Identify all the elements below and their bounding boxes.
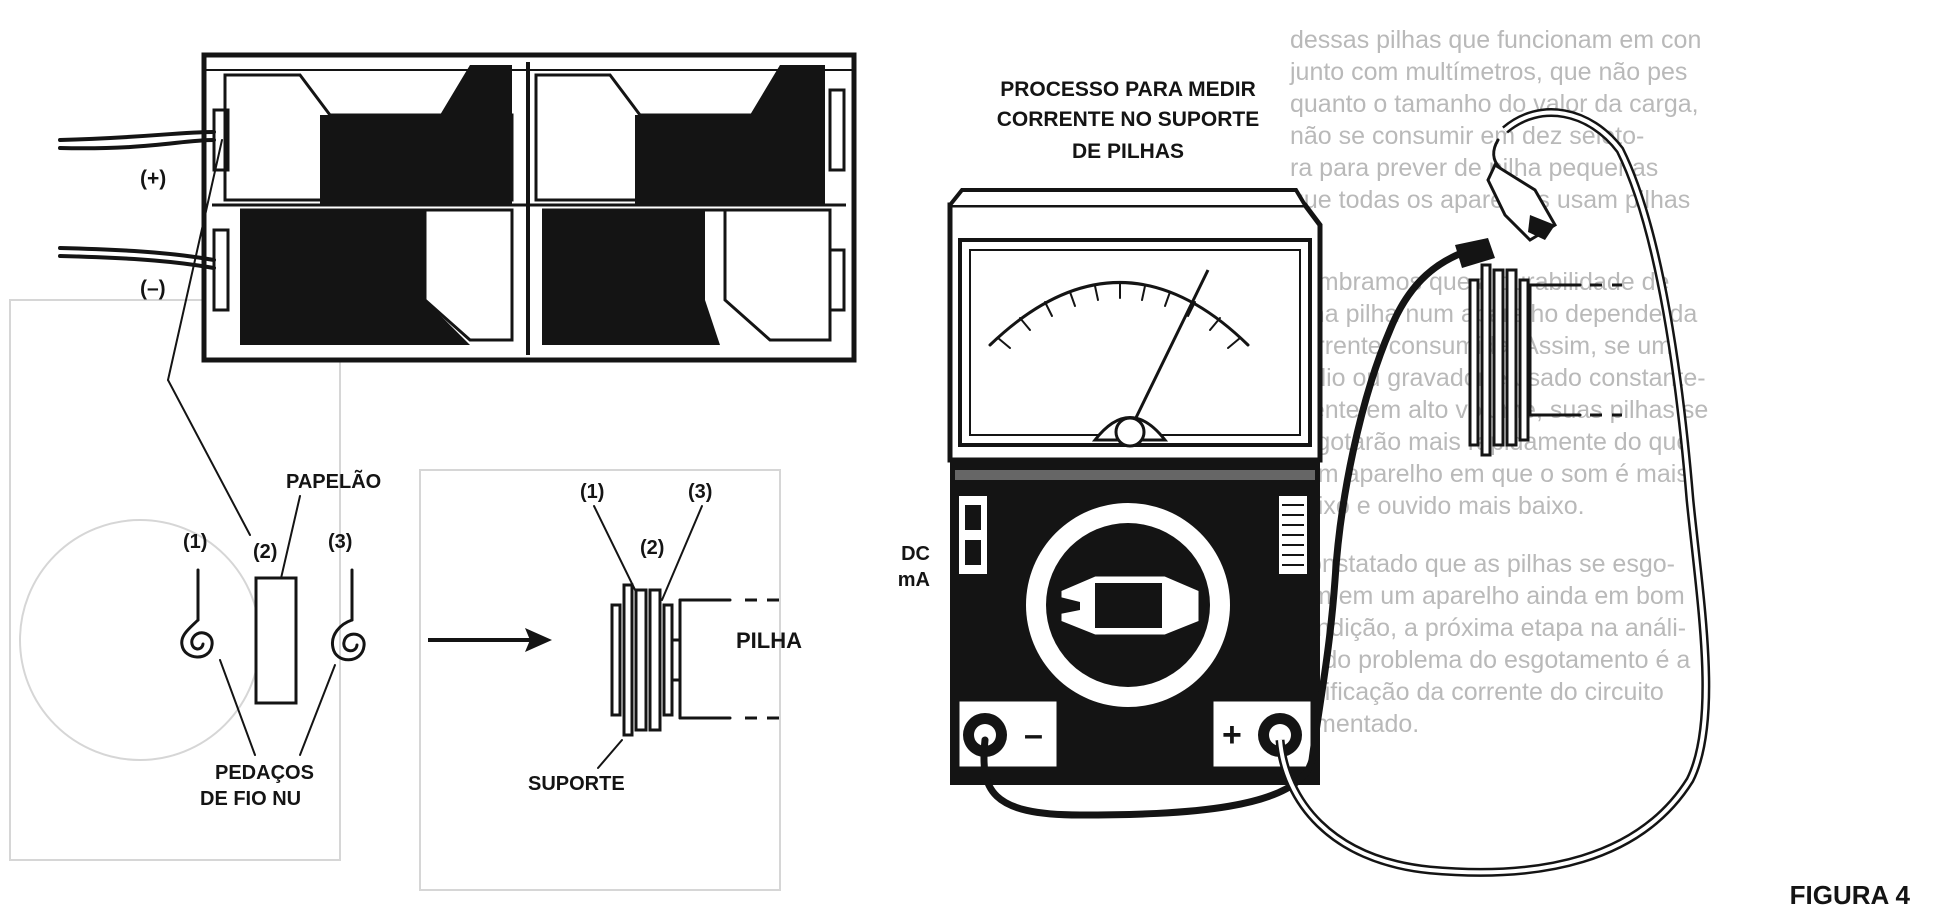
background-text-line: verificação da corrente do circuito [1290, 678, 1664, 706]
leader-lines [167, 139, 251, 536]
bare-wire-piece [330, 568, 366, 662]
assembled-part-2-label: (2) [640, 537, 664, 559]
positive-terminal-label: + [1222, 716, 1242, 754]
battery-cell [240, 208, 514, 345]
wire-pieces-label-line2: DE FIO NU [200, 788, 301, 810]
battery-cell [534, 65, 825, 205]
assembled-view: (1) (2) (3) PILHA SUPORTE [528, 481, 802, 795]
background-text-line: junto com multímetros, que não pes [1289, 58, 1687, 86]
arrow-icon [428, 628, 552, 652]
assembled-part-3-label: (3) [688, 481, 712, 503]
wire-pieces-label-line1: PEDAÇOS [215, 762, 314, 784]
assembled-part-1-label: (1) [580, 481, 604, 503]
exploded-view: (1) (2) (3) PAPELÃO PEDAÇOS DE FIO NU [180, 470, 381, 810]
title-line-3: DE PILHAS [1072, 140, 1184, 163]
background-text-line: se do problema do esgotamento é a [1290, 646, 1690, 674]
bare-wire-piece [180, 568, 214, 659]
background-text-line: dessas pilhas que funcionam em con [1290, 26, 1701, 54]
part-2-label: (2) [253, 541, 277, 563]
negative-terminal-label: – [1024, 716, 1043, 754]
background-text-line: baixo e ouvido mais baixo. [1290, 492, 1585, 520]
lead-wires: (+) (–) [58, 130, 216, 300]
figure-caption: FIGURA 4 [1790, 880, 1911, 910]
plus-lead-label: (+) [140, 167, 166, 190]
multimeter: – + DC mA [898, 188, 1323, 785]
papelao-label: PAPELÃO [286, 470, 381, 493]
meter-needle [1128, 269, 1210, 431]
cardboard-piece [254, 576, 298, 705]
background-text-line: quanto o tamanho do valor da carga, [1290, 90, 1699, 118]
test-lead-white [1275, 108, 1711, 877]
background-text-line: condição, a próxima etapa na análi- [1290, 614, 1686, 642]
background-text-line: Constatado que as pilhas se esgo- [1290, 550, 1675, 578]
background-text-line: não se consumir em dez seleto- [1290, 122, 1644, 150]
part-3-label: (3) [328, 531, 352, 553]
suporte-label: SUPORTE [528, 773, 625, 795]
contact-spring [212, 88, 846, 312]
battery-cell [223, 65, 514, 205]
battery-cell [542, 208, 832, 345]
meter-scale-ticks [997, 283, 1241, 349]
figure-title: PROCESSO PARA MEDIR CORRENTE NO SUPORTE … [997, 78, 1260, 163]
test-lead-black [980, 238, 1495, 819]
background-text-line: tam em um aparelho ainda em bom [1290, 582, 1685, 610]
part-1-label: (1) [183, 531, 207, 553]
alligator-clip-white[interactable] [1486, 162, 1558, 242]
background-text-line: ra para prever de pilha pequenas [1290, 154, 1658, 182]
range-label-ma: mA [898, 569, 930, 591]
battery-holder [201, 52, 857, 363]
selector-knob[interactable] [1058, 573, 1202, 638]
minus-lead-label: (–) [140, 277, 166, 300]
pilha-label: PILHA [736, 628, 802, 653]
title-line-1: PROCESSO PARA MEDIR [1000, 78, 1256, 101]
background-text-line: Lembramos que a durabilidade de [1290, 268, 1669, 296]
test-rig-battery [1468, 263, 1622, 457]
range-label-dc: DC [901, 543, 930, 565]
title-line-2: CORRENTE NO SUPORTE [997, 108, 1260, 131]
background-text-line: num aparelho em que o som é mais [1290, 460, 1689, 488]
background-text-line: que todas os aparelhos usam pilhas [1290, 186, 1690, 214]
alligator-clip-black[interactable] [1455, 238, 1495, 268]
